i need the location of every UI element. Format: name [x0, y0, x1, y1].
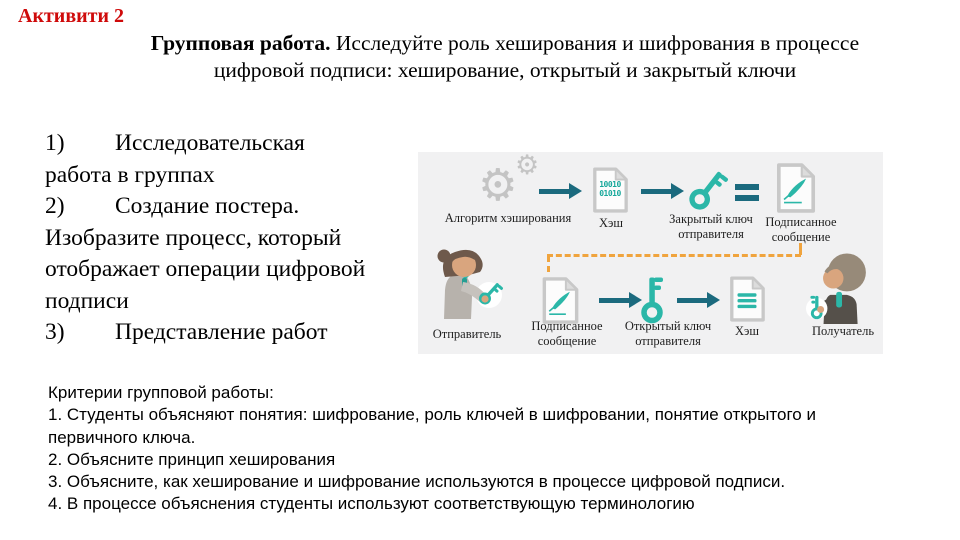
task-number: 2): [45, 193, 65, 219]
receiver-person-icon: [806, 252, 880, 326]
criteria-heading: Критерии групповой работы:: [48, 383, 274, 402]
slide-title-line1: Групповая работа. Исследуйте роль хеширо…: [85, 30, 925, 57]
task-text: подписи: [45, 287, 129, 314]
private-key-icon: [682, 160, 738, 219]
public-key-icon: [639, 271, 669, 324]
task-item-1: 1) Исследовательская работа в группах: [45, 128, 435, 191]
slide-title-bold: Групповая работа.: [150, 31, 331, 55]
slide-title-rest: Исследуйте роль хеширования и шифрования…: [335, 31, 860, 55]
arrow-right-icon: [641, 183, 685, 199]
label-hash-bottom: Хэш: [734, 324, 760, 338]
arrow-right-icon: [539, 183, 583, 199]
slide-title: Групповая работа. Исследуйте роль хеширо…: [85, 30, 925, 84]
criteria-item: 4. В процессе объяснения студенты исполь…: [48, 494, 695, 514]
dashed-connector: [547, 256, 550, 272]
gear-icon: ⚙: [478, 160, 518, 211]
task-text: отображает операции цифровой: [45, 256, 366, 282]
hash-document-icon: 10010 01010: [591, 167, 629, 213]
gears-icon: ⚙ ⚙: [478, 150, 548, 212]
criteria-item: 3. Объясните, как хеширование и шифрован…: [48, 472, 786, 492]
task-list: 1) Исследовательская работа в группах 2) С…: [45, 128, 435, 349]
criteria-item: 2. Объясните принцип хеширования: [48, 449, 336, 469]
label-signed-message-top: Подписанное сообщение: [765, 215, 837, 244]
task-number: 3): [45, 319, 65, 345]
hash-value: 10010 01010: [599, 180, 621, 198]
label-signed-message-bottom: Подписанное сообщение: [531, 319, 603, 348]
label-private-key: Закрытый ключ отправителя: [669, 212, 753, 241]
label-sender: Отправитель: [432, 327, 502, 341]
criteria-block: Критерии групповой работы: 1. Студенты о…: [48, 382, 933, 516]
signature-icon: [787, 178, 806, 198]
hash-lines-document-icon: [728, 275, 766, 323]
signature-icon: [552, 291, 570, 310]
label-hash-top: Хэш: [598, 216, 624, 230]
arrow-right-icon: [677, 292, 721, 308]
task-item-3: 3) Представление работ: [45, 317, 435, 349]
criteria-item-continuation: первичного ключа.: [48, 427, 196, 447]
criteria-item: 1. Студенты объясняют понятия: шифровани…: [48, 405, 816, 425]
sender-person-icon: [423, 247, 511, 325]
task-item-2: 2) Создание постера. Изобразите процесс, …: [45, 191, 435, 317]
equals-icon: [735, 184, 759, 206]
task-number: 1): [45, 130, 65, 156]
label-hash-algorithm: Алгоритм хэширования: [444, 211, 572, 225]
task-text: Исследовательская: [115, 130, 305, 156]
dashed-connector: [799, 243, 802, 255]
task-text: работа в группах: [45, 161, 215, 188]
slide-title-line2: цифровой подписи: хеширование, открытый …: [213, 58, 797, 82]
signed-document-icon: [774, 163, 817, 213]
activity-tag: Активити 2: [18, 5, 124, 27]
task-text: Представление работ: [115, 319, 328, 345]
task-text: Создание постера.: [115, 193, 300, 219]
dashed-connector: [547, 254, 801, 257]
label-public-key: Открытый ключ отправителя: [624, 319, 712, 348]
digital-signature-diagram: ⚙ ⚙ Алгоритм хэширования 10010 01010 Хэш: [418, 152, 883, 354]
task-text: Изобразите процесс, который: [45, 224, 342, 251]
signed-document-icon: [540, 277, 580, 324]
arrow-right-icon: [599, 292, 643, 308]
label-receiver: Получатель: [811, 324, 875, 338]
gear-icon: ⚙: [515, 150, 540, 181]
